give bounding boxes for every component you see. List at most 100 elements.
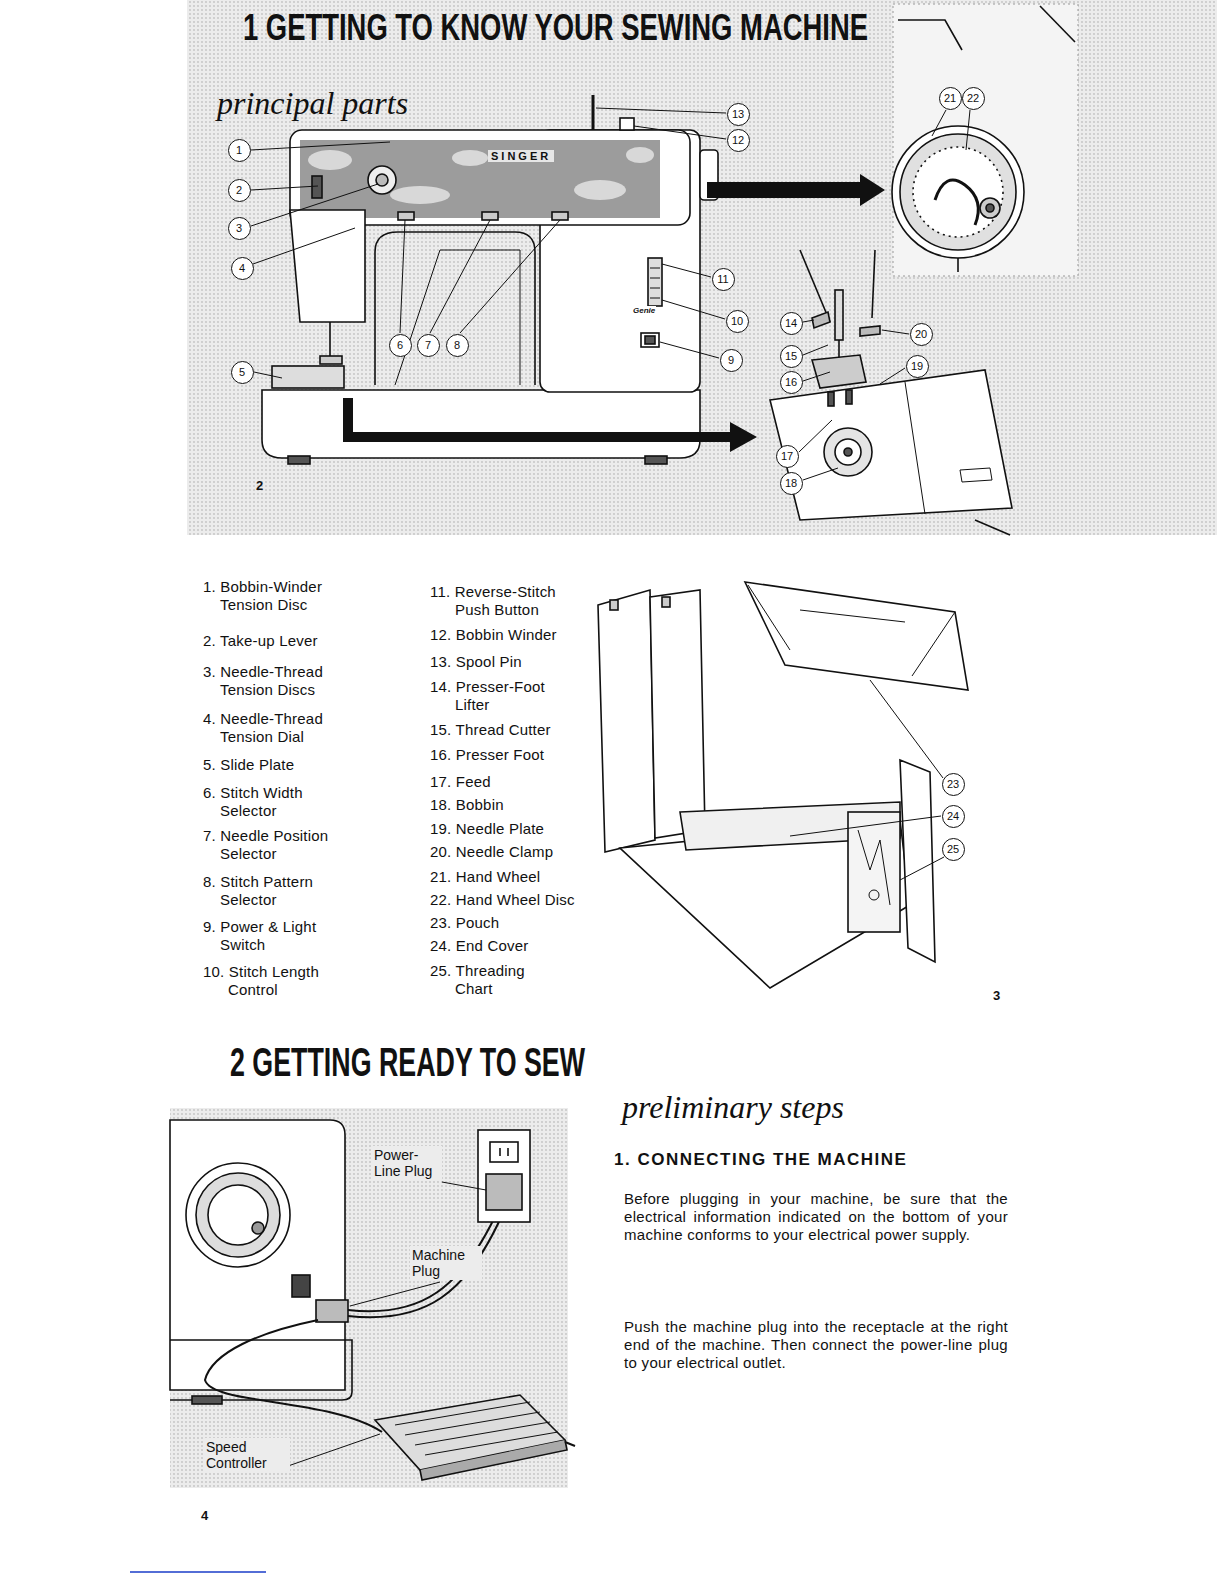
callout-number: 19 — [906, 355, 929, 378]
callout-number-text: 25 — [947, 844, 959, 855]
callout-number: 21 — [939, 87, 962, 110]
connection-drawing — [170, 1120, 345, 1390]
hand-wheel-closeup — [892, 6, 1075, 272]
carrying-case — [869, 890, 879, 900]
section-subtitle: principal parts — [217, 86, 408, 121]
needle-area-closeup — [844, 448, 852, 456]
needle-area-closeup — [860, 326, 880, 336]
leader-line — [880, 368, 905, 384]
callout-number: 7 — [417, 334, 440, 357]
callout-number-text: 18 — [785, 478, 797, 489]
callout-number-text: 21 — [944, 93, 956, 104]
page-heading: 1 GETTING TO KNOW YOUR SEWING MACHINE — [243, 8, 868, 48]
machine-drawing — [650, 268, 660, 269]
callout-number: 9 — [720, 349, 743, 372]
callout-number-text: 1 — [236, 145, 242, 156]
leader-line — [882, 330, 909, 334]
callout-number-text: 4 — [239, 263, 245, 274]
connection-drawing — [507, 1148, 509, 1156]
needle-area-closeup — [835, 290, 843, 340]
connection-drawing — [316, 1300, 348, 1322]
part-list-item: 14. Presser-Foot Lifter — [430, 678, 570, 714]
needle-area-closeup — [812, 312, 830, 328]
callout-number-text: 14 — [785, 318, 797, 329]
section-heading: 2 GETTING READY TO SEW — [230, 1040, 585, 1084]
callout-number-text: 15 — [785, 351, 797, 362]
part-list-item: 17. Feed — [430, 773, 595, 791]
connection-drawing — [170, 1120, 575, 1480]
section-subtitle: preliminary steps — [622, 1090, 844, 1125]
leader-line — [803, 468, 838, 480]
page-number: 4 — [201, 1508, 208, 1523]
machine-drawing — [650, 298, 660, 299]
callout-number: 18 — [780, 472, 803, 495]
callout-number: 23 — [942, 773, 965, 796]
callout-number: 16 — [780, 371, 803, 394]
carrying-case — [848, 812, 900, 932]
part-list-item: 6. Stitch Width Selector — [203, 784, 363, 820]
link-underline — [130, 1572, 266, 1573]
machine-drawing — [650, 288, 660, 289]
leader-line — [288, 1434, 380, 1466]
leader-line — [803, 345, 828, 355]
connection-drawing — [486, 1174, 522, 1210]
carrying-case — [650, 590, 705, 838]
machine-drawing — [262, 95, 718, 464]
machine-drawing — [452, 150, 488, 166]
part-list-item: 5. Slide Plate — [203, 756, 363, 774]
part-list-item: 3. Needle-Thread Tension Discs — [203, 663, 363, 699]
part-list-item: 24. End Cover — [430, 937, 595, 955]
callout-number: 17 — [776, 445, 799, 468]
callout-number: 5 — [231, 361, 254, 384]
part-list-item: 10. Stitch Length Control — [203, 963, 363, 999]
callout-number-text: 13 — [732, 109, 744, 120]
callout-number-text: 9 — [728, 355, 734, 366]
callout-number: 1 — [228, 139, 251, 162]
leader-line — [660, 342, 719, 358]
leader-line — [253, 228, 355, 264]
part-list-item: 23. Pouch — [430, 914, 595, 932]
connection-drawing — [292, 1275, 310, 1297]
part-list-item: 16. Presser Foot — [430, 746, 595, 764]
needle-area-closeup — [905, 382, 925, 514]
part-list-item: 18. Bobbin — [430, 796, 595, 814]
callout-label: Machine Plug — [410, 1246, 482, 1280]
machine-drawing — [390, 186, 450, 204]
needle-area-closeup — [846, 390, 852, 404]
leader-line — [430, 220, 490, 333]
needle-area-closeup — [975, 520, 1010, 535]
leader-line — [790, 816, 941, 836]
carrying-case — [610, 600, 618, 610]
leader-line — [799, 420, 832, 452]
leader-line — [251, 142, 390, 150]
callout-number: 8 — [446, 334, 469, 357]
machine-drawing — [272, 366, 344, 388]
part-list-item: 2. Take-up Lever — [203, 632, 363, 650]
needle-area-closeup — [812, 355, 866, 388]
connection-drawing — [420, 1440, 567, 1480]
machine-drawing — [626, 147, 654, 163]
callout-number-text: 17 — [781, 451, 793, 462]
body-text: Before plugging in your machine, be sure… — [624, 1190, 1008, 1244]
machine-drawing — [300, 140, 660, 218]
machine-drawing — [368, 166, 396, 194]
machine-drawing — [620, 118, 634, 130]
link-underline — [130, 1571, 266, 1573]
connection-drawing — [252, 1222, 264, 1234]
callout-number: 10 — [726, 310, 749, 333]
carrying-case — [662, 597, 670, 607]
connection-drawing — [565, 1442, 575, 1446]
part-list-item: 19. Needle Plate — [430, 820, 595, 838]
leader-line — [251, 108, 970, 1466]
halftone-ground — [893, 4, 1078, 276]
part-list-item: 13. Spool Pin — [430, 653, 595, 671]
hand-wheel-closeup — [986, 204, 994, 212]
model-badge: Genie — [632, 306, 656, 315]
leader-line — [596, 108, 726, 113]
part-list-item: 7. Needle Position Selector — [203, 827, 363, 863]
leader-line — [442, 1182, 486, 1190]
callout-number-text: 7 — [425, 340, 431, 351]
connection-drawing — [395, 1402, 558, 1455]
callout-number-text: 2 — [236, 185, 242, 196]
